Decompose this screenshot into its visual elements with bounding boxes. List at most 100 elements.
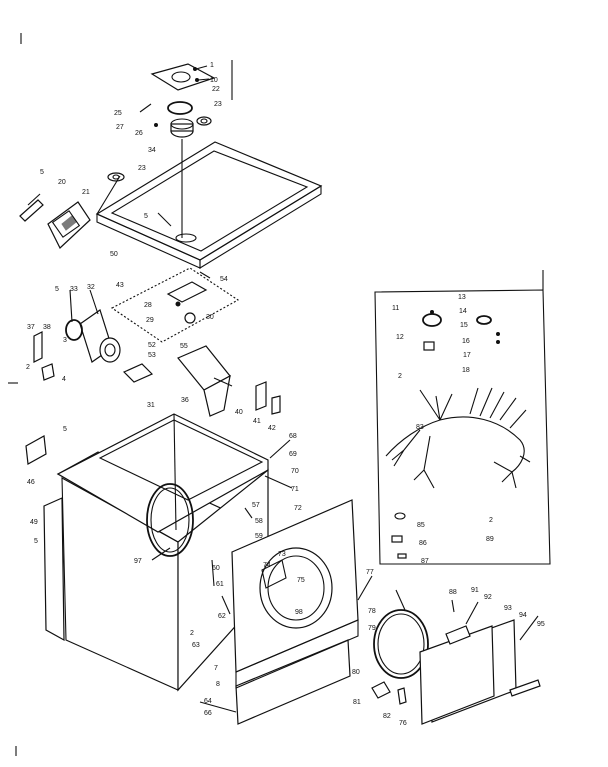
callout-91: 91: [471, 587, 479, 594]
bracket-46: [25, 435, 47, 465]
callout-87: 87: [421, 558, 429, 565]
callout-71: 71: [291, 486, 299, 493]
callout-52: 52: [148, 342, 156, 349]
top-panel-34: [95, 141, 323, 269]
callout-31: 31: [147, 402, 155, 409]
callout-54: 54: [220, 276, 228, 283]
callout-23b: 23: [138, 165, 146, 172]
callout-2: 2: [26, 364, 30, 371]
callout-29: 29: [146, 317, 154, 324]
console-panel-21: [47, 201, 91, 249]
bracket-20: [19, 193, 44, 222]
callout-70: 70: [291, 468, 299, 475]
screw-1: [193, 65, 208, 71]
door-hinge-bracket: [445, 625, 471, 645]
callout-69: 69: [289, 451, 297, 458]
callout-85: 85: [417, 522, 425, 529]
seal-ring-22: [167, 101, 193, 115]
callout-38: 38: [43, 324, 51, 331]
callout-72: 72: [294, 505, 302, 512]
callout-50: 50: [110, 251, 118, 258]
blower-housing-32: [79, 309, 121, 363]
callout-16: 16: [462, 338, 470, 345]
callout-64: 64: [204, 698, 212, 705]
callout-5: 5: [40, 169, 44, 176]
callout-75: 75: [297, 577, 305, 584]
callout-15: 15: [460, 322, 468, 329]
callout-93: 93: [504, 605, 512, 612]
bracket-37: [33, 331, 43, 363]
grommet-23b: [107, 172, 125, 182]
callout-80: 80: [352, 669, 360, 676]
door-seal-78: [373, 609, 429, 679]
callout-4: 4: [62, 376, 66, 383]
screw-10: [195, 78, 210, 82]
clip-4: [41, 363, 55, 381]
callout-58: 58: [255, 518, 263, 525]
callout-68: 68: [289, 433, 297, 440]
callout-2c: 2: [398, 373, 402, 380]
callout-34: 34: [148, 147, 156, 154]
callout-97: 97: [134, 558, 142, 565]
callout-30: 30: [206, 314, 214, 321]
callout-55: 55: [180, 343, 188, 350]
grommet-23: [196, 116, 212, 126]
callout-41: 41: [253, 418, 261, 425]
callout-5d: 5: [63, 426, 67, 433]
callout-12: 12: [396, 334, 404, 341]
callout-53: 53: [148, 352, 156, 359]
callout-17: 17: [463, 352, 471, 359]
latch-81: [371, 681, 391, 699]
callout-98: 98: [295, 609, 303, 616]
callout-63: 63: [192, 642, 200, 649]
callout-10: 10: [210, 77, 218, 84]
callout-88: 88: [449, 589, 457, 596]
toe-panel-66: [235, 639, 351, 725]
callout-8: 8: [216, 681, 220, 688]
callout-77: 77: [366, 569, 374, 576]
callout-73: 73: [278, 551, 286, 558]
callout-57: 57: [252, 502, 260, 509]
callout-79: 79: [368, 625, 376, 632]
lint-filter-housing: [170, 118, 194, 138]
panel-edge-strip: [235, 619, 359, 689]
callout-14: 14: [459, 308, 467, 315]
callout-5e: 5: [34, 538, 38, 545]
cabinet-side-panel-49: [43, 497, 65, 642]
callout-21: 21: [82, 189, 90, 196]
callout-60: 60: [212, 565, 220, 572]
callout-43: 43: [116, 282, 124, 289]
callout-94: 94: [519, 612, 527, 619]
callout-5b: 5: [144, 213, 148, 220]
callout-78: 78: [368, 608, 376, 615]
top-grille-plate: [150, 63, 216, 91]
bracket-52: [122, 363, 154, 383]
callout-13: 13: [458, 294, 466, 301]
callout-2b: 2: [190, 630, 194, 637]
callout-82: 82: [383, 713, 391, 720]
callout-66: 66: [204, 710, 212, 717]
callout-49: 49: [30, 519, 38, 526]
switch-40: [255, 381, 267, 411]
callout-27: 27: [116, 124, 124, 131]
callout-5c: 5: [55, 286, 59, 293]
callout-26: 26: [135, 130, 143, 137]
callout-92: 92: [484, 594, 492, 601]
cabinet-46: [56, 413, 269, 692]
callout-76: 76: [399, 720, 407, 727]
callout-86: 86: [419, 540, 427, 547]
callout-2d: 2: [489, 517, 493, 524]
thermostat-plate-43: [110, 267, 240, 343]
callout-37: 37: [27, 324, 35, 331]
screw-27: [154, 123, 158, 127]
screw-25: [139, 103, 152, 113]
callout-81: 81: [353, 699, 361, 706]
callout-83: 83: [416, 424, 424, 431]
callout-33: 33: [70, 286, 78, 293]
callout-36: 36: [181, 397, 189, 404]
callout-46: 46: [27, 479, 35, 486]
callout-28: 28: [144, 302, 152, 309]
callout-74: 74: [263, 562, 271, 569]
